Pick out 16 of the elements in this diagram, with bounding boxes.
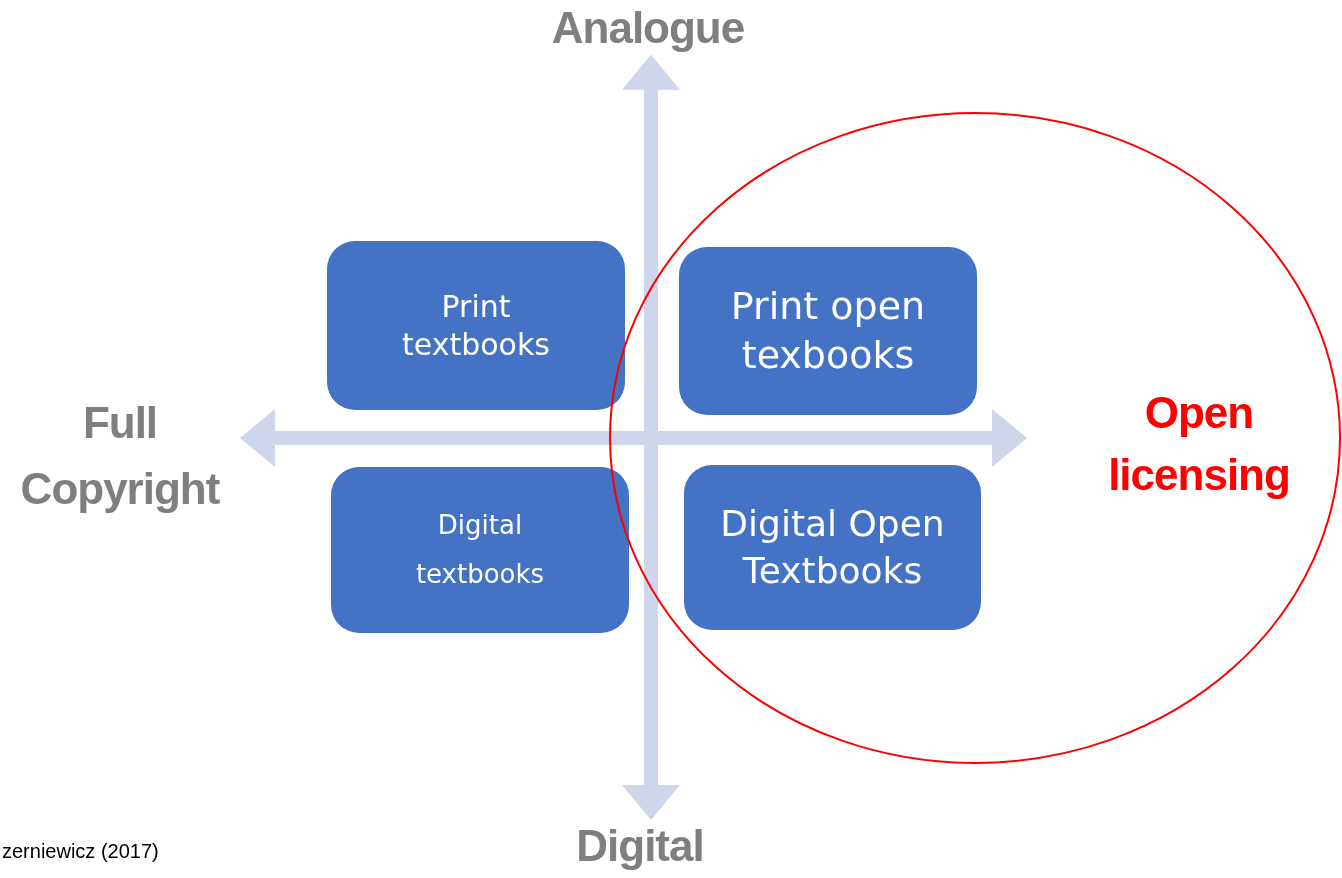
category-box [684,465,981,630]
category-box [327,241,625,410]
category-box [679,247,977,415]
axis-label: Full Copyright [0,390,240,522]
double-arrow [240,409,1027,467]
box-label: Print open texbooks [729,282,927,379]
box-label: Print textbooks [401,288,551,363]
licensing-ellipse [609,112,1341,764]
category-box [331,467,629,633]
citation-text: zerniewicz (2017) [2,840,159,863]
double-arrow [622,54,680,820]
box-label: Digital textbooks [414,508,546,591]
box-label: Digital Open Textbooks [719,501,946,593]
axis-label: Analogue [498,2,798,55]
axis-label: Digital [490,820,790,873]
ellipse-label: Open licensing [1107,387,1291,501]
